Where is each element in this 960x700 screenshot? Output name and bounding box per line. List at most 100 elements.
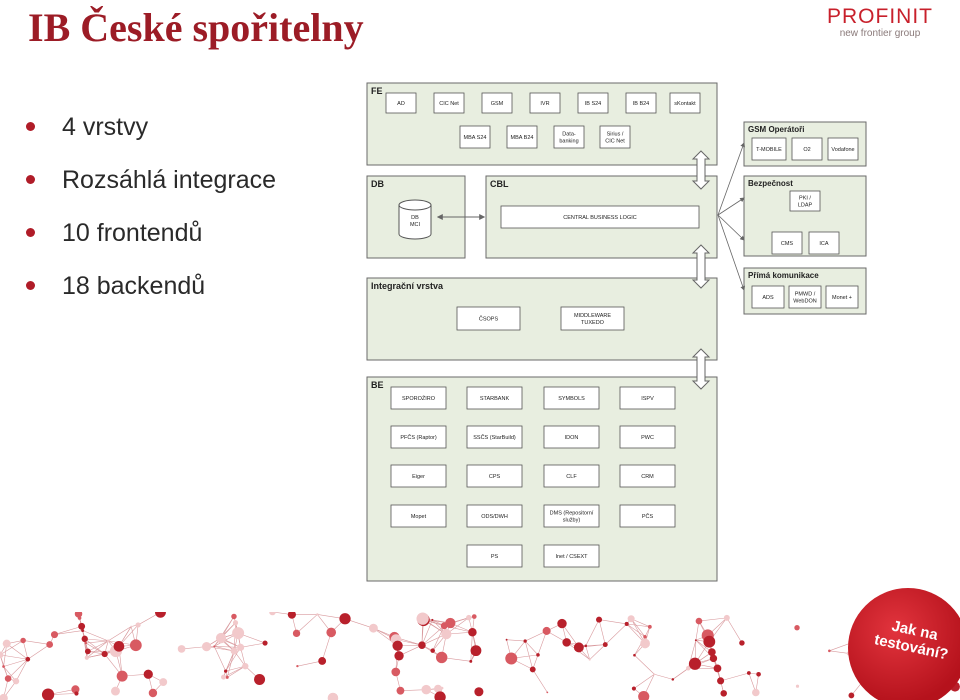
network-line	[85, 640, 109, 644]
fe-label: FE	[371, 86, 383, 96]
fe-box: CIC Net	[433, 92, 465, 114]
bullet-dot-icon	[26, 175, 35, 184]
fe-box-label: MBA S24	[464, 135, 487, 141]
cbl-cms-arrow	[717, 214, 745, 241]
be-box: PS	[466, 544, 523, 568]
network-node	[523, 639, 527, 643]
network-node	[224, 669, 228, 673]
profinit-logo: PROFINIT new frontier group	[820, 6, 940, 46]
network-line	[27, 644, 50, 660]
network-node	[216, 635, 223, 642]
network-line	[506, 639, 526, 642]
network-line	[23, 640, 50, 645]
network-node	[231, 613, 237, 620]
be-box: SPOROŽIRO	[390, 386, 447, 410]
network-node	[394, 651, 404, 661]
network-node	[542, 626, 551, 635]
gsm-box: O2	[791, 137, 823, 161]
cbl-direct-arrow	[717, 214, 746, 291]
network-line	[214, 646, 241, 648]
pki-box-label: PKI /LDAP	[798, 195, 813, 208]
network-node	[440, 686, 444, 690]
security-panel	[743, 175, 867, 257]
network-node	[143, 669, 153, 679]
network-node	[113, 640, 125, 652]
gsm-box-label: Vodafone	[831, 147, 854, 153]
network-line	[54, 630, 83, 635]
network-line	[421, 625, 445, 646]
network-line	[108, 626, 132, 642]
network-node	[318, 657, 327, 665]
network-line	[605, 623, 627, 645]
be-box-label: CPS	[489, 474, 501, 480]
network-node	[588, 658, 591, 661]
network-node	[111, 686, 120, 696]
network-line	[470, 632, 473, 662]
csops-box-label: ČSOPS	[479, 315, 499, 322]
network-node	[720, 690, 727, 697]
network-node	[81, 635, 88, 643]
external-arrows	[717, 142, 746, 291]
fe-box: MBA S24	[459, 125, 491, 149]
be-box-label: PFČS (Raptor)	[400, 434, 437, 441]
network-node	[746, 671, 751, 675]
network-line	[225, 647, 241, 672]
network-node	[316, 613, 319, 616]
gsm-label: GSM Operátoři	[748, 125, 804, 134]
network-node	[242, 662, 249, 670]
network-node	[71, 685, 80, 694]
network-line	[22, 640, 29, 660]
fe-box-label: IVR	[540, 101, 549, 107]
network-node	[536, 653, 540, 657]
network-line	[634, 655, 655, 675]
network-line	[3, 666, 17, 682]
be-box-label: SYMBOLS	[558, 396, 585, 402]
network-node	[794, 625, 800, 631]
network-node	[84, 655, 89, 660]
central-business-logic-box-label: CENTRAL BUSINESS LOGIC	[563, 215, 636, 221]
be-panel	[366, 376, 718, 582]
fe-box-label: GSM	[491, 101, 504, 107]
be-box-label: ODS/DWH	[481, 514, 508, 520]
network-node	[694, 639, 697, 642]
network-line	[6, 643, 28, 660]
bullet-text: 4 vrstvy	[62, 113, 149, 141]
network-node	[469, 659, 473, 663]
cbl-integration-arrow	[691, 244, 711, 289]
network-node	[624, 621, 629, 626]
bullet-dot-icon	[26, 228, 35, 237]
network-node	[633, 653, 636, 657]
network-node	[713, 664, 722, 673]
network-node	[327, 692, 339, 700]
network-node	[602, 642, 608, 648]
network-node	[505, 638, 508, 641]
network-node	[474, 687, 484, 697]
be-box: PČS	[619, 504, 676, 528]
network-node	[435, 651, 448, 664]
cbl-security-arrow	[717, 197, 745, 216]
network-node	[471, 614, 477, 619]
network-node	[695, 617, 703, 625]
network-node	[232, 627, 245, 640]
cbl-panel	[485, 175, 718, 259]
network-node	[292, 629, 301, 638]
vertical-arrows	[691, 150, 711, 390]
network-line	[598, 619, 627, 625]
network-node	[686, 665, 691, 671]
network-node	[326, 627, 337, 638]
network-node	[135, 622, 141, 628]
network-node	[46, 641, 54, 648]
cms-box-label: CMS	[781, 241, 794, 247]
be-box-label: SSČS (StarBuild)	[473, 434, 516, 441]
cbl-label: CBL	[490, 179, 509, 189]
network-node	[12, 678, 20, 685]
logo-tagline: new frontier group	[839, 28, 921, 39]
fe-box: IVR	[529, 92, 561, 114]
network-node	[155, 612, 166, 618]
network-line	[226, 650, 235, 678]
network-node	[213, 645, 216, 648]
logo-name: PROFINIT	[827, 5, 933, 28]
network-node	[466, 614, 472, 621]
fe-box: GSM	[481, 92, 513, 114]
network-line	[585, 619, 600, 646]
